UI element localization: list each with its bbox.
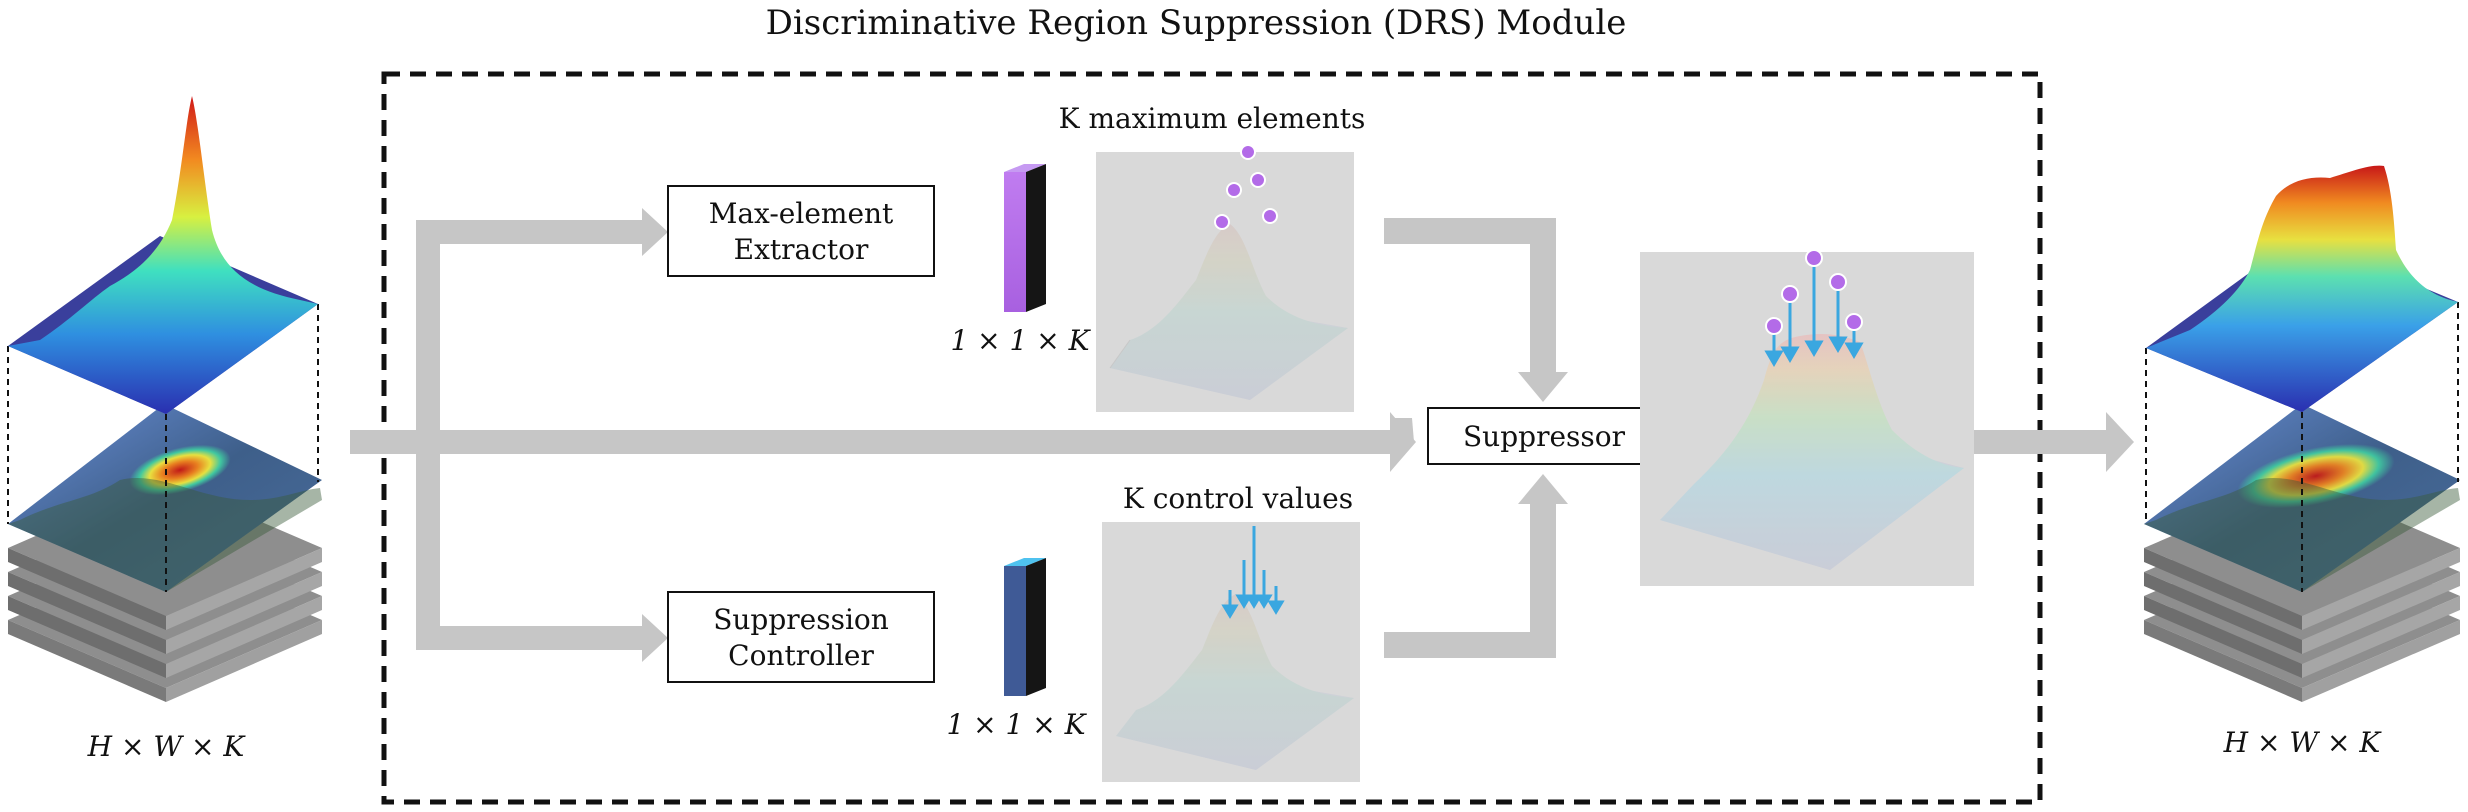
purple-dot-icon — [1829, 273, 1847, 291]
surface-plot-icon — [1660, 334, 1964, 570]
max-extractor-label-line2: Extractor — [734, 233, 869, 266]
control-arrows — [1221, 526, 1285, 619]
elbow-top-h — [1384, 218, 1556, 244]
elbow-bottom-v — [1530, 500, 1556, 658]
suppression-controller-block: Suppression Controller — [667, 591, 935, 683]
purple-dot-icon — [1781, 285, 1799, 303]
max-element-dots — [1214, 144, 1278, 230]
input-surface-peak — [8, 96, 318, 414]
elbow-bottom-arrowhead — [1518, 474, 1568, 504]
input-cam-image — [8, 404, 322, 592]
branch-bottom-line — [416, 626, 646, 650]
output-dims-label: H × W × K — [2223, 726, 2383, 759]
branch-top-arrowhead — [642, 208, 668, 256]
input-feature-map-stack-icon — [7, 96, 322, 702]
vector-bottom-dims: 1 × 1 × K — [946, 708, 1087, 741]
output-surface-peak — [2146, 165, 2458, 412]
branch-top-line — [416, 220, 646, 244]
blue-vector-icon — [1004, 558, 1046, 696]
suppressor-block: Suppressor — [1427, 407, 1661, 465]
branch-vertical — [416, 220, 440, 650]
branch-bottom-arrowhead — [642, 614, 668, 662]
main-flow-arrowhead-tip — [1390, 412, 1416, 472]
purple-dot-icon — [1240, 144, 1256, 160]
page-title: Discriminative Region Suppression (DRS) … — [766, 3, 1627, 43]
vector-top-dims: 1 × 1 × K — [950, 324, 1091, 357]
suppressed-dots — [1765, 249, 1863, 335]
controller-label-line2: Controller — [728, 639, 874, 672]
elbow-top-v — [1530, 218, 1556, 376]
max-elements-panel — [1096, 152, 1354, 412]
main-flow-line — [350, 430, 1398, 454]
suppressed-output-panel — [1640, 252, 1974, 586]
suppression-arrows — [1764, 260, 1864, 367]
elbow-bottom-h — [1384, 632, 1556, 658]
purple-dot-icon — [1845, 313, 1863, 331]
purple-vector-icon — [1004, 164, 1046, 312]
purple-dot-icon — [1262, 208, 1278, 224]
purple-dot-icon — [1805, 249, 1823, 267]
output-flow-arrowhead — [2106, 412, 2134, 472]
output-feature-map-stack-icon — [2144, 165, 2460, 702]
suppressor-label: Suppressor — [1463, 420, 1626, 453]
purple-dot-icon — [1250, 172, 1266, 188]
purple-dot-icon — [1214, 214, 1230, 230]
purple-dot-icon — [1765, 317, 1783, 335]
flow-arrows — [350, 208, 2134, 662]
k-control-label: K control values — [1123, 482, 1353, 515]
max-extractor-label-line1: Max-element — [709, 197, 894, 230]
output-flow-line — [1970, 430, 2110, 454]
surface-plot-icon — [1110, 224, 1348, 400]
k-max-label: K maximum elements — [1059, 102, 1366, 135]
elbow-top-arrowhead — [1518, 372, 1568, 402]
controller-label-line1: Suppression — [713, 603, 889, 636]
control-values-panel — [1102, 522, 1360, 782]
purple-dot-icon — [1226, 182, 1242, 198]
input-cam-hotspot — [129, 444, 231, 496]
input-dims-label: H × W × K — [87, 730, 247, 763]
max-element-extractor-block: Max-element Extractor — [667, 185, 935, 277]
surface-plot-icon — [1116, 594, 1354, 770]
output-cam-hotspot — [2237, 443, 2395, 509]
